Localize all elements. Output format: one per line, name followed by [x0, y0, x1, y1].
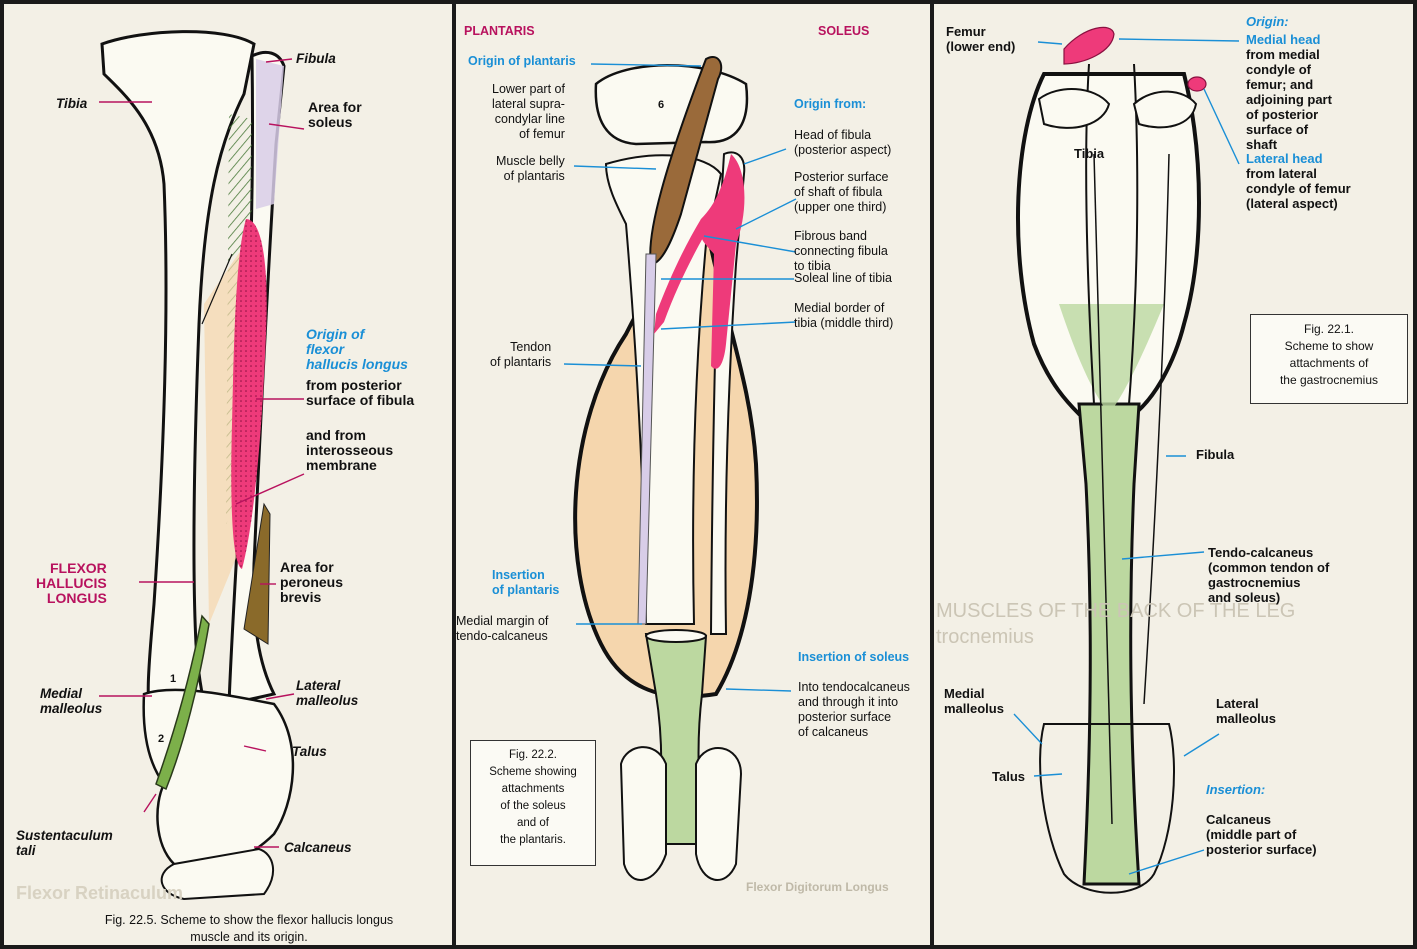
fhl-diagram: [4, 4, 452, 945]
label-medial-malleolus: Medial malleolus: [944, 686, 1004, 716]
label-num2: 2: [158, 732, 164, 747]
label-talus: Talus: [292, 744, 327, 759]
label-talus: Talus: [992, 769, 1025, 784]
label-origin-fhl: Origin of flexor hallucis longus: [306, 327, 408, 372]
figure-22-2-panel: PLANTARIS SOLEUS Origin of plantaris Low…: [456, 4, 930, 945]
label-fibula: Fibula: [1196, 447, 1234, 462]
label-lateral-malleolus: Lateral malleolus: [1216, 696, 1276, 726]
label-medial-head: Medial head: [1246, 32, 1320, 47]
label-lateral-head: Lateral head: [1246, 151, 1323, 166]
figure-caption: Fig. 22.5. Scheme to show the flexor hal…: [44, 912, 452, 945]
medial-head-origin: [1064, 27, 1114, 64]
label-posterior-shaft: Posterior surface of shaft of fibula (up…: [794, 170, 888, 215]
label-origin: Origin:: [1246, 14, 1289, 29]
label-insertion-plantaris: Insertion of plantaris: [492, 568, 559, 598]
lateral-head-origin: [1188, 77, 1206, 91]
label-muscle-belly: Muscle belly of plantaris: [496, 154, 565, 184]
caption-box: Fig. 22.2. Scheme showing attachments of…: [470, 740, 596, 866]
label-interosseous: and from interosseous membrane: [306, 428, 393, 473]
figure-caption: Fig. 22.2. Scheme showing attachments of…: [471, 747, 595, 849]
label-fibrous-band: Fibrous band connecting fibula to tibia: [794, 229, 888, 274]
label-femur: Femur (lower end): [946, 24, 1015, 54]
calcaneus-bone: [621, 747, 666, 880]
femur-condyles: [596, 65, 747, 144]
label-insertion-soleus: Insertion of soleus: [798, 650, 909, 665]
label-plantaris-title: PLANTARIS: [464, 24, 535, 39]
label-from-posterior: from posterior surface of fibula: [306, 378, 414, 408]
label-origin-from: Origin from:: [794, 97, 866, 112]
label-lower-part: Lower part of lateral supra- condylar li…: [492, 82, 565, 142]
label-tendo: Tendo-calcaneus (common tendon of gastro…: [1208, 545, 1329, 605]
label-into-tendo: Into tendocalcaneus and through it into …: [798, 680, 910, 740]
label-insertion: Insertion:: [1206, 782, 1265, 797]
label-head-fibula: Head of fibula (posterior aspect): [794, 128, 891, 158]
caption-box: Fig. 22.1. Scheme to show attachments of…: [1250, 314, 1408, 404]
label-tibia: Tibia: [56, 96, 87, 111]
ghost-text: Flexor Retinaculum: [16, 886, 183, 901]
label-calcaneus: Calcaneus (middle part of posterior surf…: [1206, 812, 1317, 857]
figure-22-5-panel: Flexor Retinaculum Fibula Tibia Area for…: [4, 4, 452, 945]
label-lateral-head-desc: from lateral condyle of femur (lateral a…: [1246, 166, 1351, 211]
ghost-text: Flexor Digitorum Longus: [746, 880, 889, 895]
label-num1: 1: [170, 672, 176, 687]
label-medial-malleolus: Medial malleolus: [40, 686, 102, 716]
figure-22-1-panel: MUSCLES OF THE BACK OF THE LEG trocnemiu…: [934, 4, 1413, 945]
figure-caption: Fig. 22.1. Scheme to show attachments of…: [1251, 321, 1407, 389]
label-sustentaculum: Sustentaculum tali: [16, 828, 113, 858]
label-fhl: FLEXOR HALLUCIS LONGUS: [36, 561, 107, 606]
label-soleal-line: Soleal line of tibia: [794, 271, 892, 286]
label-soleus-title: SOLEUS: [818, 24, 869, 39]
label-medial-border: Medial border of tibia (middle third): [794, 301, 893, 331]
label-tendon-plantaris: Tendon of plantaris: [490, 340, 551, 370]
label-area-soleus: Area for soleus: [308, 100, 362, 130]
soleus-area: [256, 59, 284, 209]
label-calcaneus: Calcaneus: [284, 840, 352, 855]
label-tibia: Tibia: [1074, 146, 1104, 161]
label-lateral-malleolus: Lateral malleolus: [296, 678, 358, 708]
gastrocnemius-diagram: [934, 4, 1413, 945]
label-fibula: Fibula: [296, 51, 336, 66]
ghost-text: MUSCLES OF THE BACK OF THE LEG trocnemiu…: [936, 598, 1295, 650]
label-peroneus: Area for peroneus brevis: [280, 560, 343, 605]
label-num6: 6: [658, 98, 664, 113]
label-medial-head-desc: from medial condyle of femur; and adjoin…: [1246, 47, 1332, 152]
label-origin-plantaris: Origin of plantaris: [468, 54, 576, 69]
label-medial-margin: Medial margin of tendo-calcaneus: [456, 614, 548, 644]
